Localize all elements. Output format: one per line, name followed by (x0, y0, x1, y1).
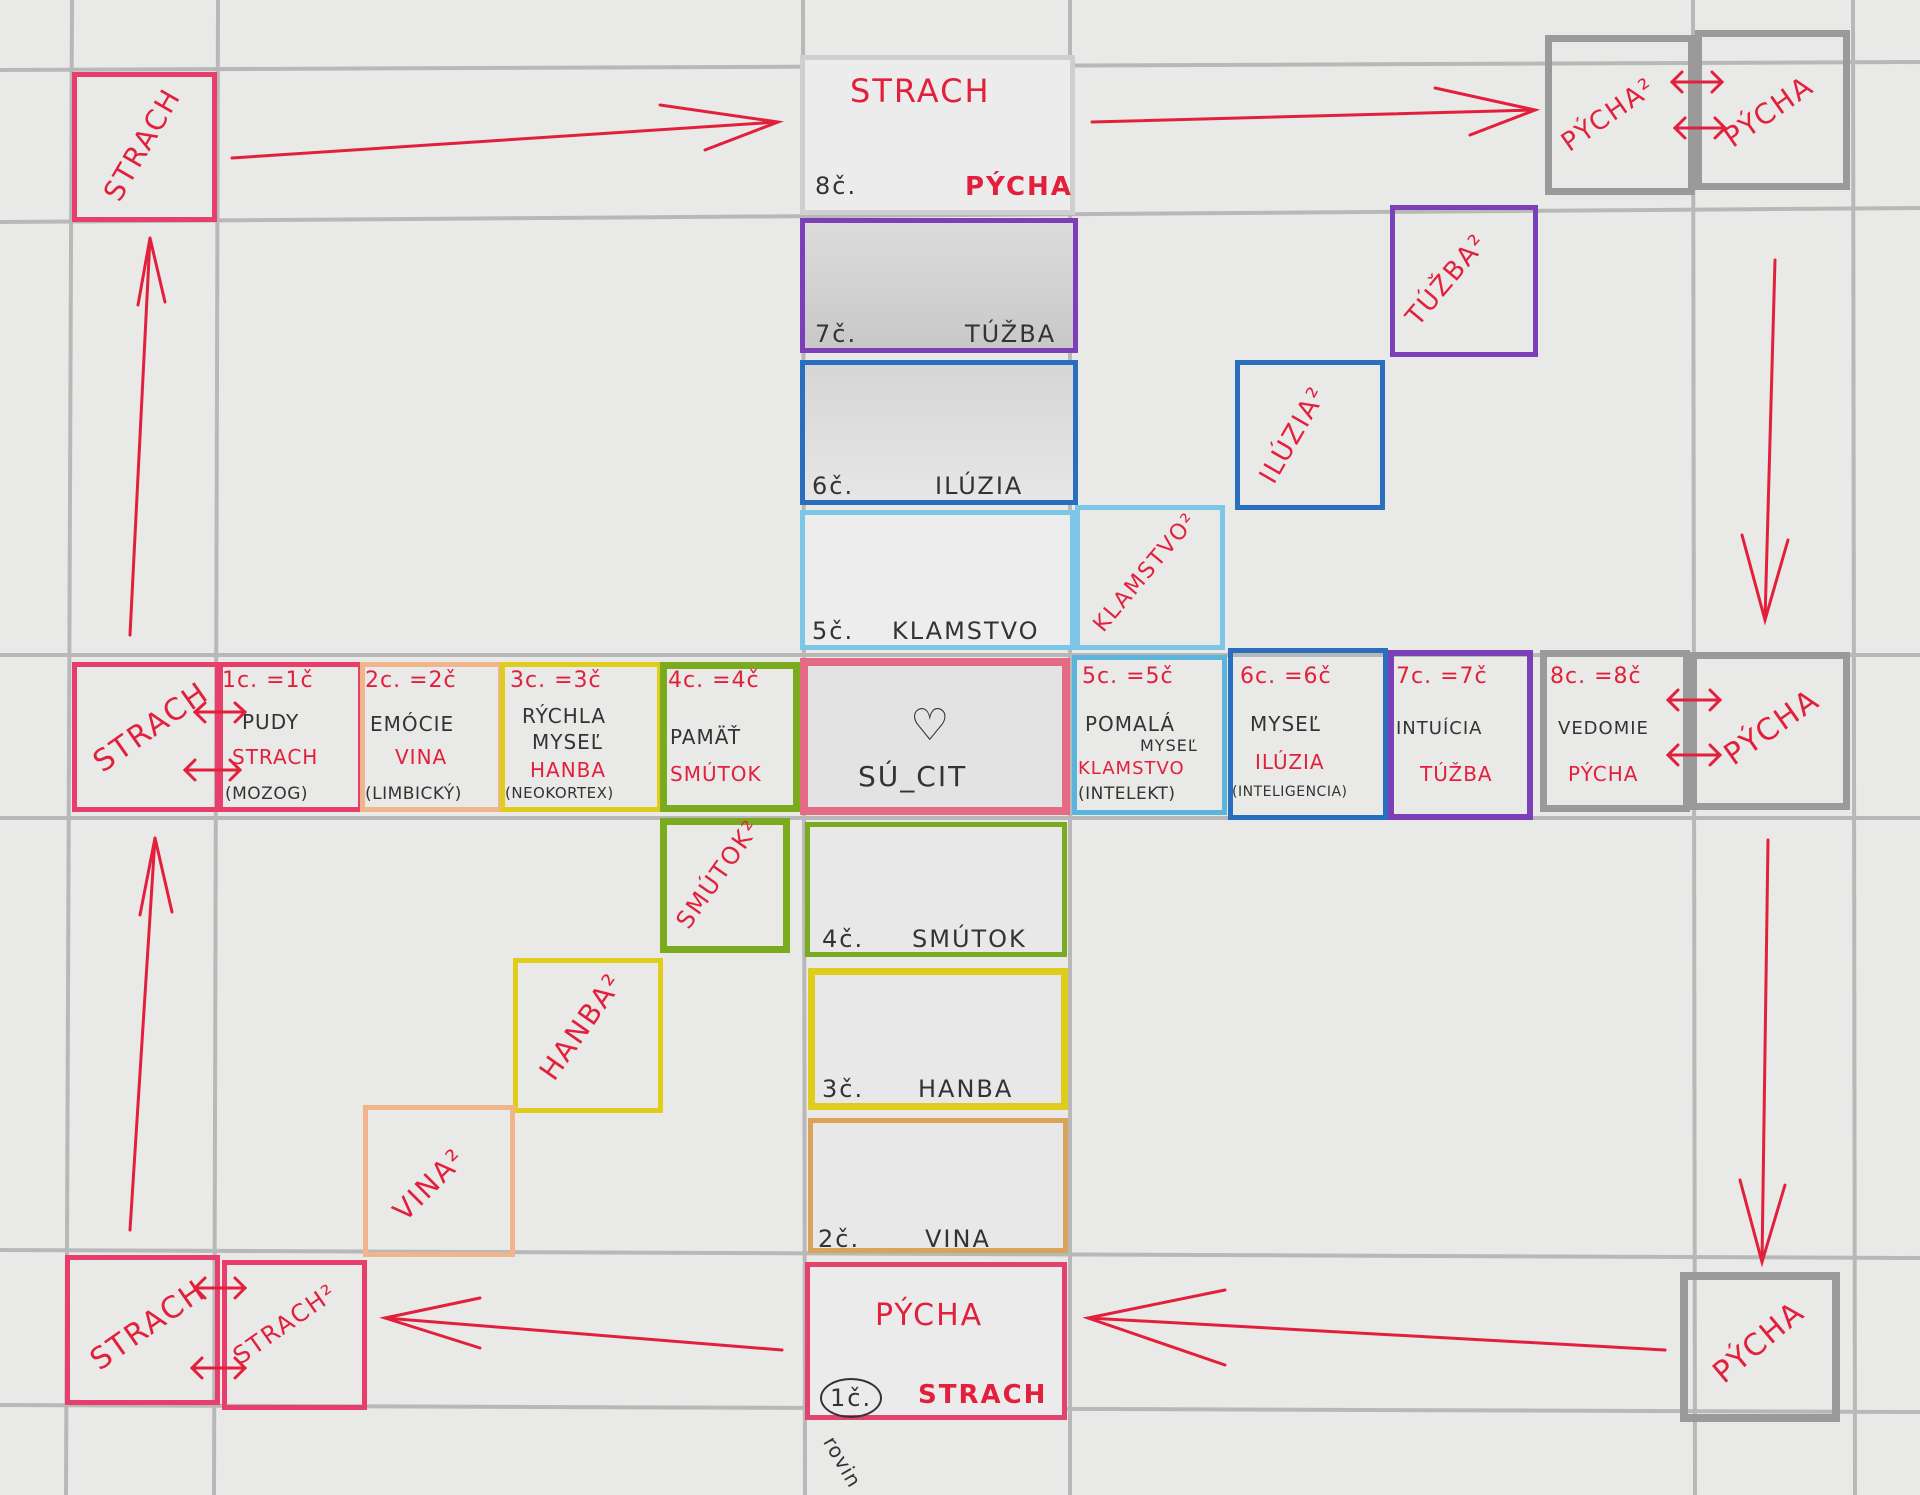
center-label: SÚ_CIT (858, 760, 968, 793)
row6-head: 6c. =6č (1240, 664, 1332, 689)
column-name-4: SMÚTOK (912, 925, 1027, 953)
column-cell-7 (800, 218, 1078, 353)
column-name-1: STRACH (918, 1380, 1048, 1410)
row-cell-6 (1228, 648, 1388, 820)
column-num-5: 5č. (812, 617, 855, 645)
column-cell-2 (808, 1118, 1068, 1253)
row5-l3: (INTELEKT) (1078, 784, 1176, 804)
row2-l1: EMÓCIE (370, 712, 455, 736)
center-cell (800, 658, 1070, 815)
row3-l2: HANBA (530, 758, 607, 782)
hanba-sq-box (513, 958, 663, 1113)
row8-l2: PÝCHA (1568, 762, 1639, 786)
column-name-2: VINA (925, 1225, 991, 1253)
tuzba-sq-box (1390, 205, 1538, 357)
row1-head: 1c. =1č (222, 668, 314, 693)
row5-l1b: MYSEĽ (1140, 736, 1198, 755)
column-cell-3 (808, 968, 1068, 1110)
row1-l1: PUDY (242, 710, 300, 734)
row5-l1: POMALÁ (1085, 712, 1176, 736)
row3-l3: (NEOKORTEX) (505, 784, 614, 802)
column-cell-6 (800, 360, 1078, 505)
pycha-right-mid (1690, 652, 1850, 810)
column-name-7: TÚŽBA (965, 320, 1057, 348)
row-cell-4 (660, 662, 800, 812)
vina-sq-box (363, 1105, 515, 1257)
column-num-2: 2č. (818, 1225, 861, 1253)
row6-l1: MYSEĽ (1250, 712, 1321, 736)
column-num-6: 6č. (812, 472, 855, 500)
row-cell-5 (1072, 655, 1227, 815)
column-name-6: ILÚZIA (935, 472, 1024, 500)
row7-l1: INTUÍCIA (1396, 718, 1483, 739)
row4-l1: PAMÄŤ (670, 725, 742, 749)
row1-l2: STRACH (232, 745, 319, 769)
column-cell-4 (805, 822, 1067, 957)
heart-icon: ♡ (910, 700, 952, 751)
column-num-7: 7č. (815, 320, 858, 348)
row7-head: 7c. =7č (1396, 664, 1488, 689)
row1-l3: (MOZOG) (225, 784, 309, 804)
strach-left-mid (72, 662, 220, 812)
row-cell-3 (500, 662, 662, 812)
row4-head: 4c. =4č (668, 668, 760, 693)
row6-l3: (INTELIGENCIA) (1232, 784, 1348, 800)
row5-head: 5c. =5č (1082, 664, 1174, 689)
row7-l2: TÚŽBA (1420, 762, 1493, 786)
row8-l1: VEDOMIE (1558, 718, 1649, 739)
column-name-3: HANBA (918, 1075, 1014, 1103)
strach-sq-bottom-left (222, 1260, 367, 1410)
row3-head: 3c. =3č (510, 668, 602, 693)
strach-bottom-left (65, 1255, 220, 1405)
row2-l3: (LIMBICKÝ) (365, 784, 462, 804)
pycha-top-right (1695, 30, 1850, 190)
row-cell-7 (1388, 650, 1533, 820)
column-cell-8 (800, 55, 1075, 215)
iluzia-sq-box (1235, 360, 1385, 510)
row6-l2: ILÚZIA (1255, 750, 1325, 774)
klamstvo-sq-box (1075, 505, 1225, 650)
column-name-8: PÝCHA (965, 172, 1073, 202)
column-bottom-pycha: PÝCHA (875, 1298, 984, 1333)
row3-l1: RÝCHLA (522, 704, 607, 728)
column-top-strach: STRACH (850, 72, 991, 110)
row8-head: 8c. =8č (1550, 664, 1642, 689)
row5-l2: KLAMSTVO (1078, 758, 1185, 779)
pycha-bottom-right (1680, 1272, 1840, 1422)
row2-head: 2c. =2č (365, 668, 457, 693)
column-num-1: 1č. (820, 1378, 883, 1418)
row2-l2: VINA (395, 745, 448, 769)
column-cell-5 (800, 510, 1075, 650)
row3-l1b: MYSEĽ (532, 730, 603, 754)
column-name-5: KLAMSTVO (892, 617, 1040, 645)
smutok-sq-box (660, 818, 790, 953)
column-num-8: 8č. (815, 172, 858, 200)
row4-l2: SMÚTOK (670, 762, 762, 786)
strach-top-left (72, 72, 217, 222)
row-cell-8 (1540, 650, 1690, 812)
column-num-3: 3č. (822, 1075, 865, 1103)
pycha-sq-top-right (1545, 35, 1695, 195)
column-num-4: 4č. (822, 925, 865, 953)
